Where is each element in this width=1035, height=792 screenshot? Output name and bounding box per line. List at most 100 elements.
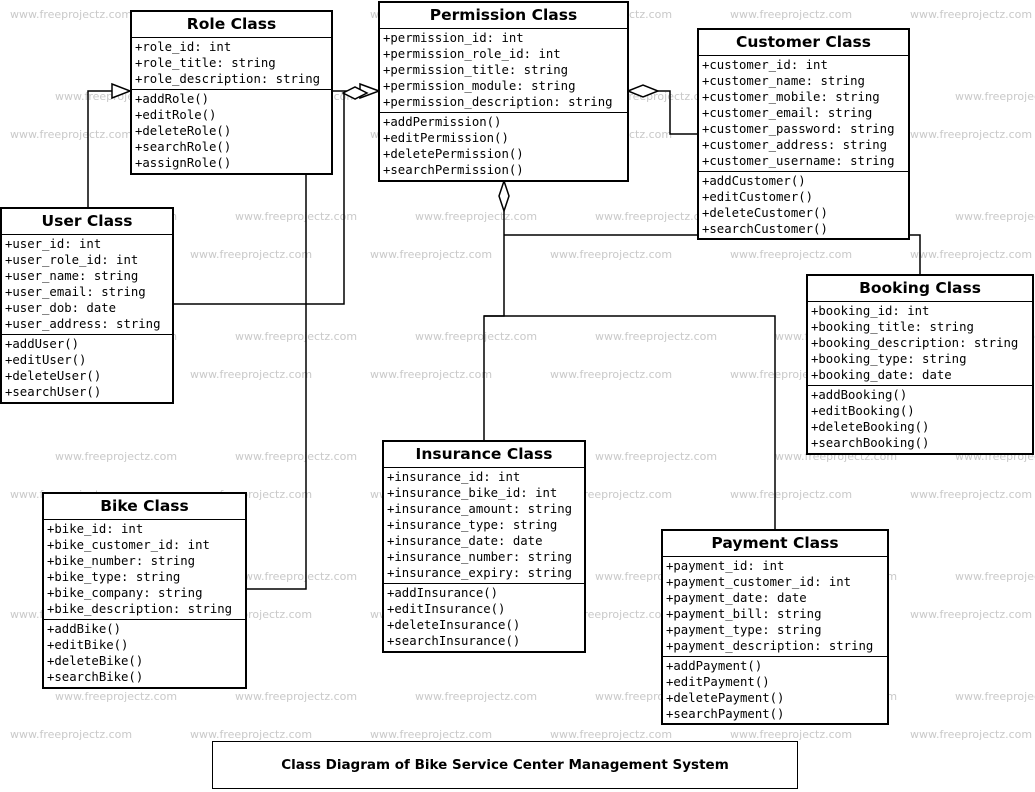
user-class-box: User Class +user_id: int +user_role_id: i…	[0, 207, 174, 404]
edge-customer-permission-diamond	[625, 84, 661, 98]
edge-user-role-arrowhead	[111, 82, 133, 100]
attribute-row: +user_dob: date	[5, 301, 117, 315]
attribute-row: +booking_id: int	[811, 304, 930, 318]
attribute-row: +permission_module: string	[383, 79, 576, 93]
method-row: +addPermission()	[383, 115, 502, 129]
method-row: +addRole()	[135, 92, 210, 106]
insurance-class-methods: +addInsurance() +editInsurance() +deleteIn…	[384, 583, 584, 651]
attribute-row: +user_id: int	[5, 237, 102, 251]
method-row: +deleteCustomer()	[702, 206, 828, 220]
attribute-row: +insurance_expiry: string	[387, 566, 573, 580]
bike-class-attributes: +bike_id: int +bike_customer_id: int +bike…	[44, 520, 245, 619]
attribute-row: +customer_email: string	[702, 106, 873, 120]
attribute-row: +bike_customer_id: int	[47, 538, 210, 552]
method-row: +addInsurance()	[387, 586, 499, 600]
method-row: +searchUser()	[5, 385, 102, 399]
attribute-row: +bike_id: int	[47, 522, 144, 536]
edge-customer-permission	[658, 90, 698, 135]
method-row: +editPermission()	[383, 131, 509, 145]
method-row: +addBike()	[47, 622, 122, 636]
booking-class-attributes: +booking_id: int +booking_title: string +b…	[808, 302, 1032, 385]
attribute-row: +booking_title: string	[811, 320, 974, 334]
role-class-box: Role Class +role_id: int+role_title: str…	[130, 10, 333, 175]
bike-class-box: Bike Class +bike_id: int +bike_customer_i…	[42, 492, 247, 689]
method-row: +deleteRole()	[135, 124, 232, 138]
diagram-caption: Class Diagram of Bike Service Center Man…	[212, 741, 798, 789]
bike-class-methods: +addBike() +editBike() +deleteBike() +searc…	[44, 619, 245, 687]
attribute-row: +insurance_bike_id: int	[387, 486, 558, 500]
bike-class-title: Bike Class	[44, 494, 245, 520]
attribute-row: +insurance_number: string	[387, 550, 573, 564]
attribute-row: +permission_id: int	[383, 31, 524, 45]
method-row: +deleteBooking()	[811, 420, 930, 434]
attribute-row: +booking_type: string	[811, 352, 967, 366]
role-class-attributes: +role_id: int+role_title: string+role_de…	[132, 38, 331, 89]
attribute-row: +customer_address: string	[702, 138, 888, 152]
method-row: +editBooking()	[811, 404, 915, 418]
attribute-row: +role_id: int	[135, 40, 232, 54]
attribute-row: +booking_date: date	[811, 368, 952, 382]
customer-class-title: Customer Class	[699, 30, 908, 56]
edge-role-diamond	[341, 86, 369, 100]
payment-class-box: Payment Class +payment_id: int+payment_c…	[661, 529, 889, 725]
payment-class-attributes: +payment_id: int+payment_customer_id: in…	[663, 557, 887, 656]
customer-class-methods: +addCustomer()+editCustomer()+deleteCust…	[699, 171, 908, 239]
edge-hub-insurance	[483, 235, 505, 440]
attribute-row: +bike_type: string	[47, 570, 181, 584]
attribute-row: +insurance_date: date	[387, 534, 543, 548]
method-row: +deleteInsurance()	[387, 618, 521, 632]
insurance-class-title: Insurance Class	[384, 442, 584, 468]
permission-class-attributes: +permission_id: int+permission_role_id: …	[380, 29, 627, 112]
attribute-row: +customer_id: int	[702, 58, 828, 72]
method-row: +deleteBike()	[47, 654, 144, 668]
attribute-row: +bike_description: string	[47, 602, 233, 616]
method-row: +editRole()	[135, 108, 217, 122]
attribute-row: +user_name: string	[5, 269, 139, 283]
method-row: +searchInsurance()	[387, 634, 521, 648]
booking-class-box: Booking Class +booking_id: int+booking_t…	[806, 274, 1034, 455]
method-row: +searchBooking()	[811, 436, 930, 450]
attribute-row: +permission_description: string	[383, 95, 613, 109]
attribute-row: +bike_company: string	[47, 586, 203, 600]
user-class-title: User Class	[2, 209, 172, 235]
attribute-row: +customer_username: string	[702, 154, 895, 168]
insurance-class-attributes: +insurance_id: int+insurance_bike_id: in…	[384, 468, 584, 583]
attribute-row: +payment_customer_id: int	[666, 575, 852, 589]
role-class-title: Role Class	[132, 12, 331, 38]
method-row: +deleteUser()	[5, 369, 102, 383]
customer-class-attributes: +customer_id: int+customer_name: string+…	[699, 56, 908, 171]
attribute-row: +payment_description: string	[666, 639, 874, 653]
attribute-row: +permission_title: string	[383, 63, 569, 77]
method-row: +addPayment()	[666, 659, 763, 673]
method-row: +editBike()	[47, 638, 129, 652]
attribute-row: +payment_date: date	[666, 591, 807, 605]
method-row: +addUser()	[5, 337, 80, 351]
edge-user-link	[173, 93, 345, 305]
attribute-row: +user_email: string	[5, 285, 146, 299]
method-row: +searchBike()	[47, 670, 144, 684]
attribute-row: +insurance_amount: string	[387, 502, 573, 516]
attribute-row: +payment_type: string	[666, 623, 822, 637]
permission-class-methods: +addPermission()+editPermission()+delete…	[380, 112, 627, 180]
permission-class-title: Permission Class	[380, 3, 627, 29]
booking-class-methods: +addBooking()+editBooking()+deleteBookin…	[808, 385, 1032, 453]
edge-user-role	[87, 90, 113, 207]
attribute-row: +user_role_id: int	[5, 253, 139, 267]
role-class-methods: +addRole() +editRole() +deleteRole() +searc…	[132, 89, 331, 173]
insurance-class-box: Insurance Class +insurance_id: int+insur…	[382, 440, 586, 653]
method-row: +searchRole()	[135, 140, 232, 154]
edge-hub-payment	[484, 315, 776, 529]
attribute-row: +role_description: string	[135, 72, 321, 86]
method-row: +editUser()	[5, 353, 87, 367]
attribute-row: +bike_number: string	[47, 554, 196, 568]
attribute-row: +booking_description: string	[811, 336, 1019, 350]
method-row: +editCustomer()	[702, 190, 814, 204]
method-row: +deletePayment()	[666, 691, 785, 705]
edge-hub-booking	[504, 234, 921, 274]
user-class-methods: +addUser() +editUser() +deleteUser() +searc…	[2, 334, 172, 402]
attribute-row: +customer_password: string	[702, 122, 895, 136]
user-class-attributes: +user_id: int +user_role_id: int +user_nam…	[2, 235, 172, 334]
method-row: +editInsurance()	[387, 602, 506, 616]
edge-hub-diamond	[498, 178, 510, 214]
attribute-row: +customer_mobile: string	[702, 90, 880, 104]
